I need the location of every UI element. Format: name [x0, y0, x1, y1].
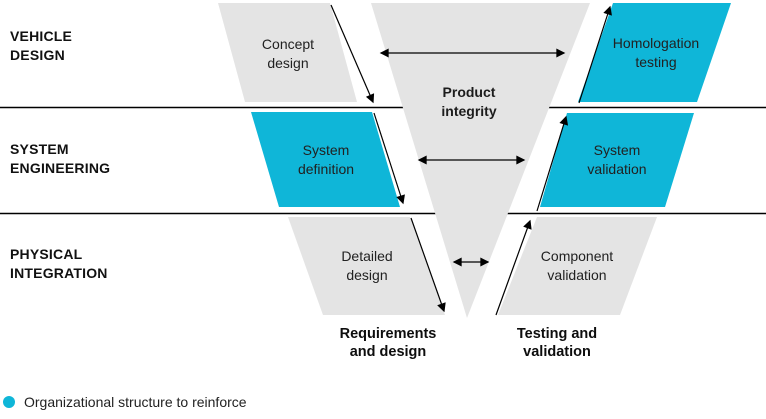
up-arrow-component-to-system-validation-icon	[536, 115, 569, 212]
up-arrow-testing-to-component-icon	[495, 219, 532, 316]
stage-label-detailed-design: Detailed design	[341, 248, 393, 283]
stage-label-homologation-testing: Homologation testing	[612, 35, 700, 70]
legend-text: Organizational structure to reinforce	[24, 394, 247, 410]
stage-system-validation-shape	[540, 113, 694, 207]
product-integrity-label: Product integrity	[441, 84, 497, 119]
down-arrow-concept-to-system-icon	[330, 4, 375, 104]
stage-label-concept-design: Concept design	[261, 36, 315, 71]
up-arrow-validation-to-homologation-icon	[578, 5, 612, 104]
stage-concept-design-shape	[218, 3, 357, 102]
row-label-physical-integration: PHYSICAL INTEGRATION	[10, 246, 108, 281]
row-label-vehicle-design: VEHICLE DESIGN	[10, 28, 73, 63]
legend-dot-icon	[3, 396, 15, 408]
phase-label-testing-and-validation: Testing and validation	[516, 326, 598, 360]
stage-label-component-validation: Component validation	[540, 248, 614, 283]
phase-label-requirements-and-design: Requirements and design	[339, 326, 437, 360]
stage-component-validation-shape	[498, 217, 657, 315]
down-arrow-detailed-to-requirements-icon	[410, 217, 446, 313]
legend: Organizational structure to reinforce	[3, 394, 247, 410]
down-arrow-system-to-detailed-icon	[373, 112, 405, 205]
row-label-system-engineering: SYSTEM ENGINEERING	[10, 141, 111, 176]
stage-homologation-testing-shape	[578, 3, 731, 102]
stage-label-system-validation: System validation	[587, 142, 647, 177]
stage-system-definition-shape	[251, 112, 400, 207]
stage-detailed-design-shape	[288, 217, 445, 315]
stage-label-system-definition: System definition	[297, 142, 355, 177]
